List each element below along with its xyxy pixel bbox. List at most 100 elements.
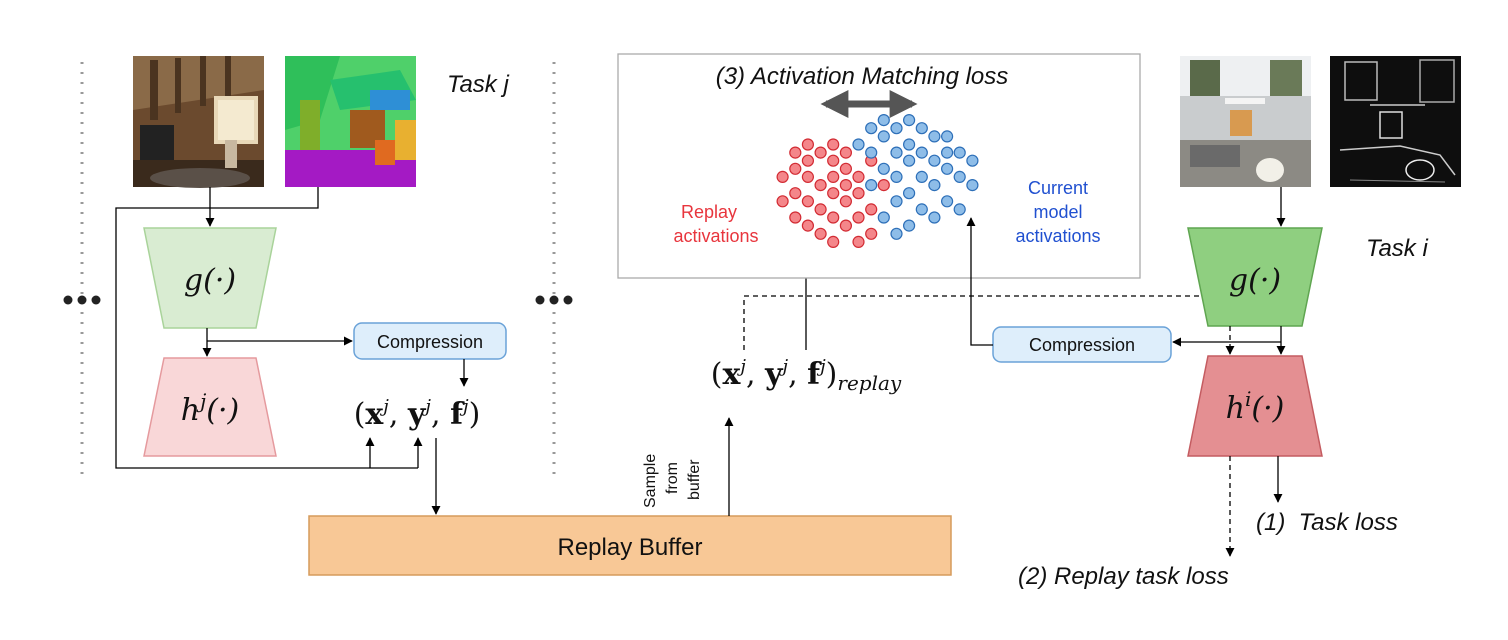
task-i-encoder-label: g(·) [1229, 263, 1281, 298]
replay-point-6 [776, 170, 789, 183]
current-point-27 [940, 130, 954, 143]
current-point-20 [890, 195, 903, 208]
replay-point-8 [827, 170, 840, 183]
current-point-12 [940, 146, 954, 159]
current-point-3 [915, 122, 928, 135]
current-point-17 [928, 179, 941, 192]
current-point-26 [966, 179, 979, 192]
task-j-head [143, 357, 277, 457]
task-j-rgb-image [133, 56, 264, 188]
replay-point-26 [852, 235, 865, 248]
task-j-tuple: (xj, yj, fj) [354, 396, 481, 432]
replay-point-33 [877, 179, 890, 192]
current-point-34 [953, 203, 966, 216]
replay-point-32 [827, 138, 840, 151]
current-activations-line-2: model [1033, 202, 1082, 222]
task-i-edge-image [1330, 56, 1461, 187]
replay-activations-line-2: activations [673, 226, 758, 246]
replay-point-20 [801, 219, 815, 232]
replay-point-3 [814, 146, 827, 159]
seg-image-j-line [115, 187, 418, 469]
replay-point-2 [789, 162, 802, 175]
current-activations-line-1: Current [1028, 178, 1088, 198]
task-i-label: Task i [1366, 235, 1428, 262]
current-point-23 [928, 211, 941, 224]
sample-label-line-3: buffer [686, 459, 703, 500]
task-j-encoder-label: g(·) [184, 263, 236, 298]
current-point-29 [877, 113, 890, 127]
current-point-18 [940, 195, 954, 208]
current-point-6 [890, 146, 903, 159]
ellipsis-icon [63, 295, 101, 305]
replay-point-18 [839, 195, 853, 208]
current-point-14 [953, 146, 966, 159]
task-i-head-label: hi(·) [1226, 387, 1285, 426]
replay-buffer-box [308, 515, 952, 576]
current-point-28 [852, 138, 865, 151]
replay-point-11 [801, 195, 815, 208]
current-point-2 [890, 122, 903, 135]
task-i-head [1187, 355, 1323, 457]
current-point-1 [877, 130, 890, 143]
replay-point-17 [827, 211, 840, 224]
replay-buffer-label: Replay Buffer [558, 534, 703, 561]
task-j-compression-label: Compression [377, 332, 483, 352]
current-point-5 [928, 130, 941, 143]
replay-point-19 [852, 187, 865, 200]
current-point-15 [890, 170, 903, 183]
task-i-encoder [1187, 227, 1323, 327]
replay-point-15 [814, 203, 827, 216]
replay-point-22 [865, 203, 878, 216]
replay-point-27 [865, 227, 878, 240]
current-point-10 [915, 170, 928, 183]
replay-point-10 [789, 187, 802, 200]
replay-tuple-to-encoder-i-dashed [743, 291, 1213, 350]
replay-point-4 [827, 154, 840, 167]
sample-label-line-1: Sample [642, 454, 659, 508]
current-point-0 [865, 122, 878, 135]
current-point-9 [902, 154, 916, 167]
current-point-31 [915, 146, 928, 159]
current-point-25 [966, 154, 979, 167]
replay-tuple: (xj, yj, fj)replay [711, 356, 902, 395]
task-j-compression-box [353, 322, 507, 360]
activation-panel-title: (3) Activation Matching loss [716, 63, 1009, 90]
task-j-label: Task j [447, 71, 509, 98]
current-activations-line-3: activations [1015, 226, 1100, 246]
current-point-32 [865, 179, 878, 192]
current-point-24 [953, 170, 966, 183]
replay-point-29 [839, 146, 853, 159]
current-point-4 [902, 138, 916, 151]
task-loss-label: (1) Task loss [1256, 509, 1398, 536]
compression-i-to-panel-arrow [966, 217, 993, 346]
current-point-30 [902, 113, 916, 127]
replay-task-loss-label: (2) Replay task loss [1018, 563, 1229, 590]
current-point-16 [902, 187, 916, 200]
task-j-head-label: hj(·) [181, 389, 239, 428]
replay-activations-label: Replay activations [673, 202, 758, 246]
current-point-11 [928, 154, 941, 167]
replay-point-1 [801, 154, 815, 167]
replay-point-28 [776, 195, 789, 208]
replay-point-23 [852, 211, 865, 224]
replay-point-9 [839, 162, 853, 175]
replay-activations-line-1: Replay [681, 202, 737, 222]
replay-point-12 [827, 187, 840, 200]
current-activations-label: Current model activations [1015, 178, 1100, 246]
replay-point-7 [814, 179, 827, 192]
current-point-7 [865, 146, 878, 159]
ellipsis-icon [535, 295, 573, 305]
task-j-segmentation-image [285, 56, 416, 187]
replay-point-14 [852, 170, 865, 183]
replay-point-21 [839, 219, 853, 232]
replay-point-31 [801, 138, 815, 151]
replay-point-13 [839, 179, 853, 192]
replay-point-5 [801, 170, 815, 183]
replay-point-0 [789, 146, 802, 159]
task-i-rgb-image [1180, 56, 1311, 187]
replay-point-25 [827, 235, 840, 248]
activation-scatter [776, 113, 979, 248]
task-j-encoder [143, 227, 277, 329]
